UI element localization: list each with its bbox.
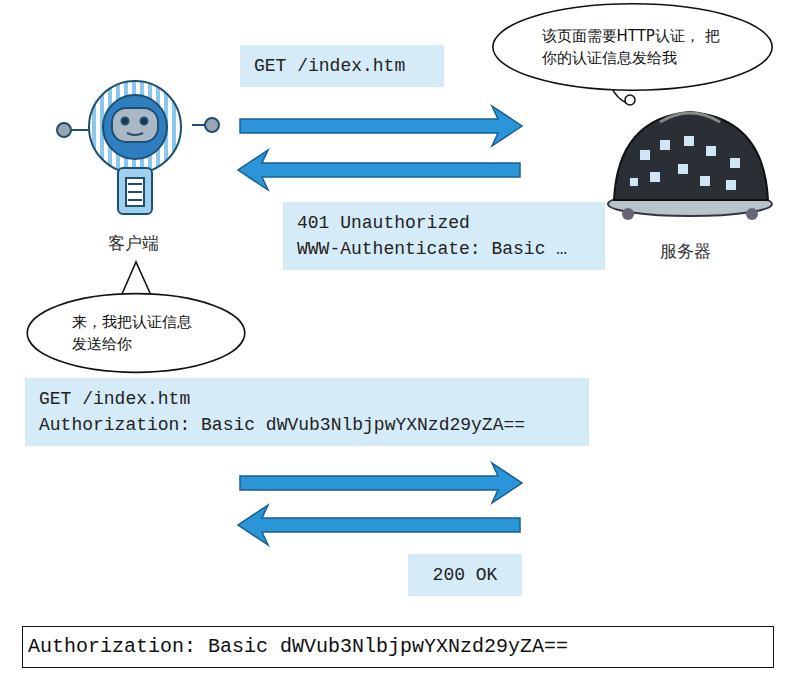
message-text: Authorization: Basic dWVub3NlbjpwYXNzd29… bbox=[39, 412, 575, 438]
bubble-outline bbox=[25, 292, 247, 374]
bubble-tail bbox=[625, 95, 635, 105]
message-text: GET /index.htm bbox=[39, 386, 575, 412]
message-text: GET /index.htm bbox=[254, 53, 430, 79]
header-box: Authorization: Basic dWVub3NlbjpwYXNzd29… bbox=[22, 626, 774, 668]
role-label: 服务器 bbox=[660, 240, 711, 263]
speech-bubble: 来，我把认证信息 发送给你 bbox=[25, 292, 247, 374]
bubble-text: 来，我把认证信息 发送给你 bbox=[72, 311, 200, 355]
bubble-outline bbox=[490, 2, 775, 92]
response-box: 401 UnauthorizedWWW-Authenticate: Basic … bbox=[283, 202, 605, 270]
arrows bbox=[238, 106, 522, 545]
server-robot bbox=[608, 112, 772, 220]
role-label: 客户端 bbox=[108, 232, 159, 255]
request-box: GET /index.htmAuthorization: Basic dWVub… bbox=[25, 378, 589, 446]
bubble-tail bbox=[122, 262, 150, 294]
message-text: Authorization: Basic dWVub3NlbjpwYXNzd29… bbox=[28, 634, 768, 660]
message-text: 200 OK bbox=[422, 562, 508, 588]
speech-bubble: 该页面需要HTTP认证， 把你的认证信息发给我 bbox=[490, 2, 775, 92]
client-robot bbox=[57, 81, 219, 214]
message-text: WWW-Authenticate: Basic … bbox=[297, 236, 591, 262]
response-box: 200 OK bbox=[408, 554, 522, 596]
message-text: 401 Unauthorized bbox=[297, 210, 591, 236]
request-box: GET /index.htm bbox=[240, 45, 444, 87]
bubble-text: 该页面需要HTTP认证， 把你的认证信息发给我 bbox=[542, 25, 724, 69]
